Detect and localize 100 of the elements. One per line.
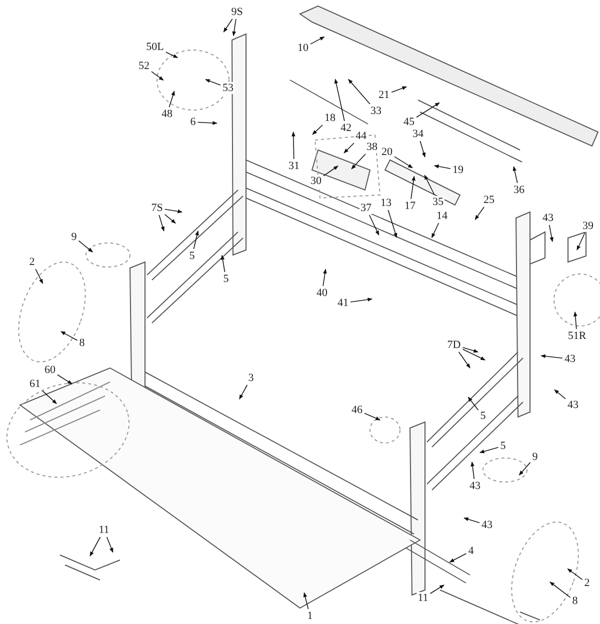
callout-number: 20 (380, 146, 394, 158)
leader-line (434, 164, 451, 170)
leader-line (474, 206, 484, 220)
callout-number: 43 (542, 212, 554, 224)
leader-line (106, 536, 114, 553)
callout-number: 9S (230, 6, 244, 18)
callout-number: 61 (28, 378, 42, 390)
callout-number: 50L (145, 41, 165, 53)
leader-line (220, 254, 226, 272)
callout-number: 35 (432, 196, 444, 208)
leader-line (470, 462, 475, 480)
leader-line (364, 412, 380, 420)
callout-number: 52 (138, 60, 150, 72)
callout-number: 5 (499, 440, 507, 452)
leader-line (205, 79, 221, 86)
leader-line (151, 71, 164, 81)
callout-number: 19 (452, 164, 464, 176)
callout-number: 9 (531, 451, 539, 463)
leader-line (292, 132, 296, 160)
callout-number: 14 (436, 210, 448, 222)
leader-line (193, 230, 199, 250)
callout-number: 21 (378, 89, 390, 101)
callout-number: 18 (324, 112, 336, 124)
callout-number: 5 (188, 250, 196, 262)
leader-line (35, 268, 44, 284)
leader-line (430, 584, 444, 594)
leader-line (512, 166, 518, 184)
callout-number: 43 (566, 399, 580, 411)
callout-number: 4 (467, 545, 475, 557)
leader-line (462, 348, 486, 360)
leader-line (164, 208, 182, 214)
callout-number: 2 (583, 577, 591, 589)
callout-number: 2 (28, 256, 36, 268)
callout-number: 5 (222, 273, 230, 285)
callout-number: 45 (402, 116, 416, 128)
leader-line (165, 52, 178, 58)
leader-line (312, 124, 323, 135)
leader-line (334, 78, 345, 122)
callout-number: 31 (288, 160, 300, 172)
callout-number: 43 (468, 480, 482, 492)
leader-line (42, 390, 57, 404)
leader-line (479, 446, 499, 454)
leader-line (420, 140, 426, 158)
callout-number: 3 (247, 372, 255, 384)
leader-line (168, 90, 175, 108)
leader-line (310, 36, 325, 44)
callout-number: 9 (70, 231, 78, 243)
callout-number: 8 (78, 337, 86, 349)
leader-line (322, 268, 327, 286)
callout-number: 60 (44, 364, 56, 376)
leader-line (303, 592, 309, 610)
leader-line (78, 240, 94, 253)
callout-number: 5 (479, 410, 487, 422)
callout-number: 30 (310, 175, 322, 187)
callout-number: 42 (340, 122, 352, 134)
leader-line (410, 176, 416, 200)
callout-number: 25 (482, 194, 496, 206)
leader-line (232, 18, 236, 36)
leader-line (344, 142, 354, 154)
callout-number: 44 (354, 130, 368, 142)
leader-line (462, 347, 478, 353)
leader-line (158, 214, 164, 232)
leader-line (416, 102, 440, 118)
leader-line (350, 298, 372, 302)
leader-line (348, 78, 370, 104)
leader-line (368, 214, 380, 236)
callout-number: 48 (160, 108, 174, 120)
callout-number: 7D (446, 339, 462, 351)
leader-line (57, 374, 72, 384)
callout-number: 40 (316, 287, 328, 299)
leader-line (391, 86, 407, 93)
callout-number: 46 (350, 404, 364, 416)
callout-number: 10 (296, 42, 310, 54)
callout-number: 6 (189, 116, 197, 128)
callout-number: 34 (412, 128, 424, 140)
callout-number: 36 (512, 184, 526, 196)
callout-number: 37 (360, 202, 372, 214)
leader-line (518, 462, 531, 476)
leader-line (573, 312, 578, 330)
callout-number: 8 (571, 595, 579, 607)
leader-line (554, 389, 566, 400)
callout-number: 11 (416, 592, 430, 604)
callout-number: 17 (404, 200, 416, 212)
callout-number: 53 (222, 82, 234, 94)
leader-line (431, 222, 440, 238)
leader-line (424, 174, 435, 196)
callout-number: 11 (98, 524, 110, 536)
leader-line (239, 384, 248, 400)
leader-line (60, 331, 78, 341)
leader-line (548, 224, 554, 242)
leader-line (567, 568, 583, 580)
leader-line (449, 553, 467, 563)
callout-number: 39 (582, 220, 594, 232)
leader-line (351, 154, 366, 170)
leader-line (90, 536, 101, 556)
callout-number: 13 (380, 197, 392, 209)
leader-line (394, 156, 413, 168)
leader-line (323, 166, 338, 176)
leader-line (164, 214, 176, 224)
callout-number: 38 (366, 141, 378, 153)
